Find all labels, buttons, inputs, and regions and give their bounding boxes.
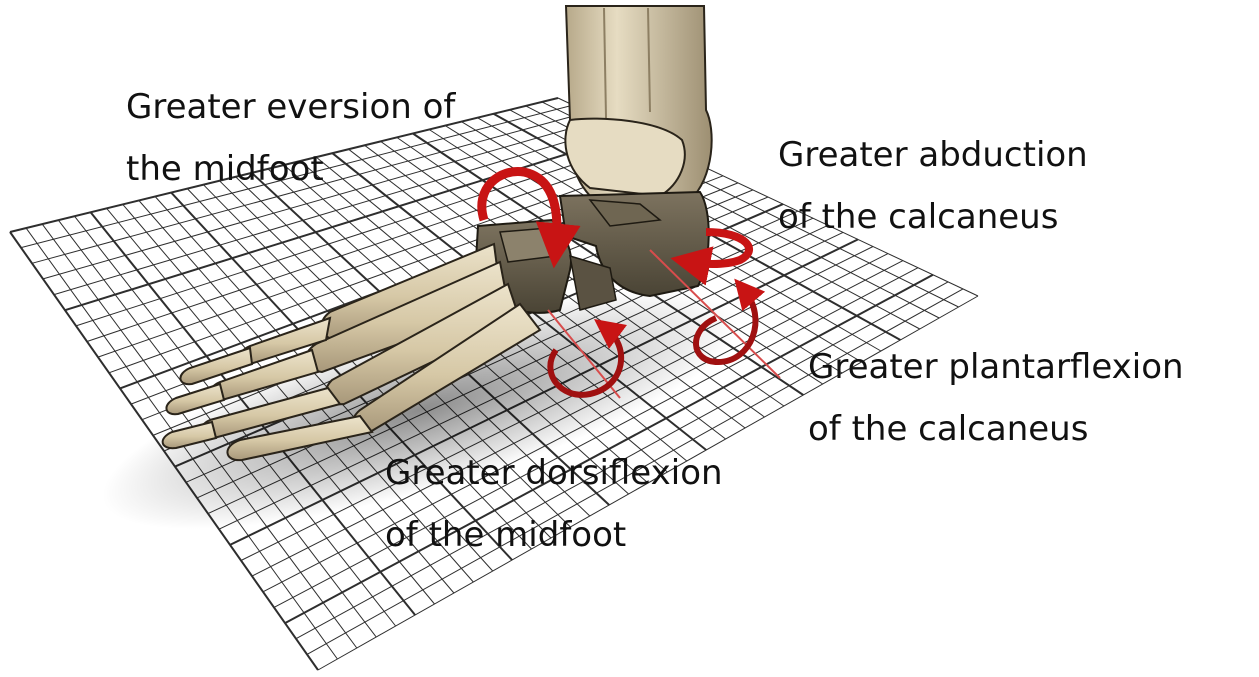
- label-eversion-midfoot: Greater eversion of the midfoot: [126, 76, 455, 200]
- label-line: Greater dorsiflexion: [385, 442, 723, 504]
- label-line: of the calcaneus: [778, 186, 1088, 248]
- label-line: of the calcaneus: [808, 398, 1184, 460]
- label-dorsiflexion-midfoot: Greater dorsiflexion of the midfoot: [385, 442, 723, 566]
- label-abduction-calcaneus: Greater abduction of the calcaneus: [778, 124, 1088, 248]
- label-line: Greater abduction: [778, 124, 1088, 186]
- label-line: Greater plantarflexion: [808, 336, 1184, 398]
- label-line: Greater eversion of: [126, 76, 455, 138]
- label-line: of the midfoot: [385, 504, 723, 566]
- label-line: the midfoot: [126, 138, 455, 200]
- leg-bones: [565, 6, 711, 206]
- label-plantarflexion-calcaneus: Greater plantarflexion of the calcaneus: [808, 336, 1184, 460]
